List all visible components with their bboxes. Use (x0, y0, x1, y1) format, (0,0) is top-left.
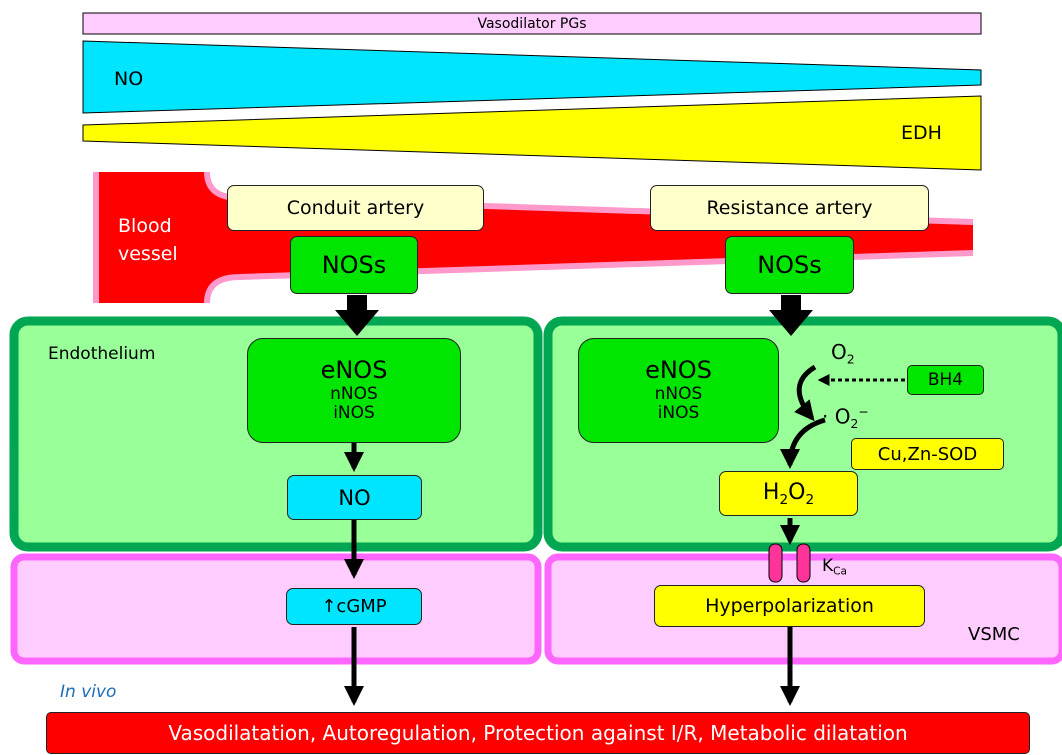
kca-channel-left (768, 543, 783, 583)
cgmp-box: ↑cGMP (286, 588, 422, 625)
bh4-label: BH4 (927, 370, 964, 390)
kca-channel-right (796, 543, 811, 583)
edh-gradient-wedge (82, 95, 982, 171)
vsmc-panel-left (10, 553, 542, 665)
inos-label-left: iNOS (333, 403, 375, 424)
nnos-label-right: nNOS (654, 383, 703, 404)
cu-zn-sod-label: Cu,Zn-SOD (877, 443, 978, 465)
cu-zn-sod-box: Cu,Zn-SOD (851, 438, 1004, 470)
arrow-o2-to-superoxide (794, 364, 817, 422)
no-gradient-wedge (82, 40, 982, 114)
nnos-label-left: nNOS (330, 383, 378, 404)
blood-vessel-label-line2: vessel (118, 243, 178, 265)
arrow-noss-right-down (769, 295, 813, 336)
noss-box-left: NOSs (290, 236, 418, 294)
arrow-superoxide-to-h2o2 (780, 417, 826, 469)
no-box: NO (287, 475, 422, 520)
hyperpolarization-label: Hyperpolarization (705, 595, 874, 617)
noss-box-right: NOSs (725, 236, 854, 294)
nos-isoforms-box-left: eNOS nNOS iNOS (247, 338, 461, 443)
hyperpolarization-box: Hyperpolarization (654, 585, 925, 627)
kca-label: KCa (822, 556, 847, 578)
resistance-artery-label: Resistance artery (706, 197, 873, 219)
in-vivo-label: In vivo (60, 682, 117, 702)
h2o2-box: H2O2 (719, 471, 858, 516)
no-box-label: NO (338, 485, 371, 510)
h2o2-label: H2O2 (762, 479, 815, 508)
outcome-bar: Vasodilatation, Autoregulation, Protecti… (46, 712, 1030, 754)
vasodilator-pgs-bar (82, 12, 982, 35)
inos-label-right: iNOS (657, 403, 700, 424)
arrow-noss-left-down (335, 295, 379, 336)
bh4-box: BH4 (907, 365, 984, 395)
edh-gradient-label: EDH (901, 122, 942, 144)
outcome-label: Vasodilatation, Autoregulation, Protecti… (168, 721, 908, 745)
conduit-artery-label: Conduit artery (286, 197, 425, 219)
superoxide-label: · O2− (822, 404, 869, 431)
oxygen-label: O2 (831, 340, 855, 367)
enos-label-left: eNOS (320, 356, 388, 385)
nos-isoforms-box-right: eNOS nNOS iNOS (578, 338, 779, 443)
noss-left-label: NOSs (321, 251, 387, 279)
resistance-artery-box: Resistance artery (650, 185, 929, 231)
vessel-wall-bottom (204, 250, 974, 304)
cgmp-label: ↑cGMP (321, 596, 387, 617)
no-gradient-label: NO (114, 68, 144, 90)
vasodilator-pgs-label: Vasodilator PGs (477, 16, 587, 32)
noss-right-label: NOSs (757, 251, 822, 279)
blood-vessel-label-line1: Blood (118, 215, 172, 237)
conduit-artery-box: Conduit artery (227, 185, 484, 231)
endothelium-label: Endothelium (48, 344, 156, 364)
enos-label-right: eNOS (645, 356, 712, 385)
vsmc-label: VSMC (968, 624, 1020, 645)
